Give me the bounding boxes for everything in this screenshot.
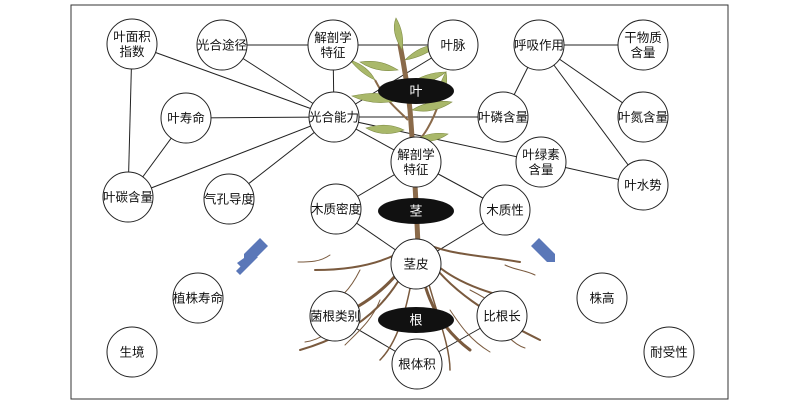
nodes-layer: 叶面积指数光合途径解剖学特征叶脉呼吸作用干物质含量叶寿命光合能力叶磷含量叶氮含量…	[102, 18, 695, 390]
node-circle	[391, 338, 443, 390]
node-circle	[390, 136, 442, 188]
edge-leaf_area_index-leaf_carbon	[127, 43, 133, 198]
node-label: 指数	[119, 44, 145, 59]
node-photosynthetic-capacity: 光合能力	[308, 91, 360, 143]
node-circle	[102, 171, 154, 223]
node-circle	[427, 19, 479, 71]
node-circle	[106, 326, 158, 378]
node-stomatal-conductance: 气孔导度	[203, 173, 255, 225]
node-label: 叶寿命	[167, 111, 205, 126]
node-label: 叶脉	[440, 38, 466, 53]
organs-layer: 叶茎根	[378, 78, 454, 333]
node-label: 光合能力	[309, 110, 359, 125]
organ-ellipse	[378, 198, 454, 224]
node-plant-lifespan: 植株寿命	[172, 272, 224, 324]
node-circle	[196, 19, 248, 71]
node-label: 耐受性	[650, 345, 688, 360]
node-label: 呼吸作用	[514, 38, 564, 53]
node-circle	[479, 184, 531, 236]
node-label: 气孔导度	[204, 192, 255, 207]
node-circle	[390, 238, 442, 290]
node-label: 根体积	[398, 357, 436, 372]
node-label: 生境	[119, 345, 144, 360]
diagram-frame	[70, 4, 729, 400]
node-label: 比根长	[483, 309, 521, 324]
node-label: 叶绿素	[522, 147, 560, 162]
node-label: 叶碳含量	[103, 190, 153, 205]
edge-leaf_carbon-photosynthetic_capacity	[127, 116, 335, 198]
arrow-down-left-icon	[236, 238, 268, 275]
node-label: 特征	[403, 162, 429, 177]
node-circle	[513, 19, 565, 71]
node-circle	[309, 290, 361, 342]
node-plant-height: 株高	[576, 272, 628, 324]
node-circle	[160, 92, 212, 144]
node-circle	[308, 91, 360, 143]
node-label: 植株寿命	[173, 291, 224, 306]
node-circle	[476, 290, 528, 342]
organ-leaf: 叶	[378, 78, 454, 104]
node-photosynthetic-pathway: 光合途径	[196, 19, 248, 71]
node-label: 解剖学	[314, 30, 352, 45]
organ-label: 叶	[409, 85, 422, 100]
node-circle	[172, 272, 224, 324]
node-leaf-water-potential: 叶水势	[617, 159, 669, 211]
node-circle	[106, 18, 158, 70]
organ-ellipse	[378, 307, 454, 333]
node-circle	[203, 173, 255, 225]
node-circle	[617, 91, 669, 143]
node-label: 叶磷含量	[478, 110, 528, 125]
node-tolerance: 耐受性	[643, 326, 695, 378]
node-label: 含量	[528, 162, 553, 177]
node-label: 叶氮含量	[618, 110, 668, 125]
node-habitat: 生境	[106, 326, 158, 378]
node-circle	[477, 91, 529, 143]
node-woodiness: 木质性	[479, 184, 531, 236]
node-label: 叶水势	[624, 178, 662, 193]
node-respiration: 呼吸作用	[513, 19, 565, 71]
node-leaf-phosphorus: 叶磷含量	[477, 91, 529, 143]
node-circle	[576, 272, 628, 324]
node-circle	[515, 136, 567, 188]
organ-ellipse	[378, 78, 454, 104]
organ-label: 根	[409, 314, 422, 329]
node-circle	[643, 326, 695, 378]
arrow-down-right-icon	[531, 238, 555, 262]
node-label: 含量	[630, 45, 655, 60]
node-label: 干物质	[624, 30, 662, 45]
edge-respiration-leaf_water_potential	[538, 44, 644, 186]
node-label: 菌根类别	[310, 309, 360, 324]
node-label: 叶面积	[113, 29, 151, 44]
node-mycorrhiza-type: 菌根类别	[309, 290, 361, 342]
node-specific-root-length: 比根长	[476, 290, 528, 342]
node-leaf-vein: 叶脉	[427, 19, 479, 71]
node-label: 光合途径	[197, 38, 247, 53]
organ-label: 茎	[409, 205, 422, 220]
node-stem-bark: 茎皮	[390, 238, 442, 290]
node-circle	[307, 19, 359, 71]
node-leaf-lifespan: 叶寿命	[160, 92, 212, 144]
node-label: 木质密度	[311, 202, 362, 217]
node-root-volume: 根体积	[391, 338, 443, 390]
node-label: 茎皮	[403, 257, 428, 272]
node-circle	[310, 183, 362, 235]
node-label: 株高	[589, 291, 614, 306]
node-circle	[617, 19, 669, 71]
edge-leaf_area_index-photosynthetic_capacity	[131, 43, 335, 118]
node-leaf-carbon: 叶碳含量	[102, 171, 154, 223]
node-circle	[617, 159, 669, 211]
node-wood-density: 木质密度	[310, 183, 362, 235]
node-label: 特征	[320, 45, 346, 60]
node-label: 解剖学	[397, 147, 435, 162]
node-label: 木质性	[486, 203, 524, 218]
node-leaf-nitrogen: 叶氮含量	[617, 91, 669, 143]
organ-root: 根	[378, 307, 454, 333]
organ-stem: 茎	[378, 198, 454, 224]
